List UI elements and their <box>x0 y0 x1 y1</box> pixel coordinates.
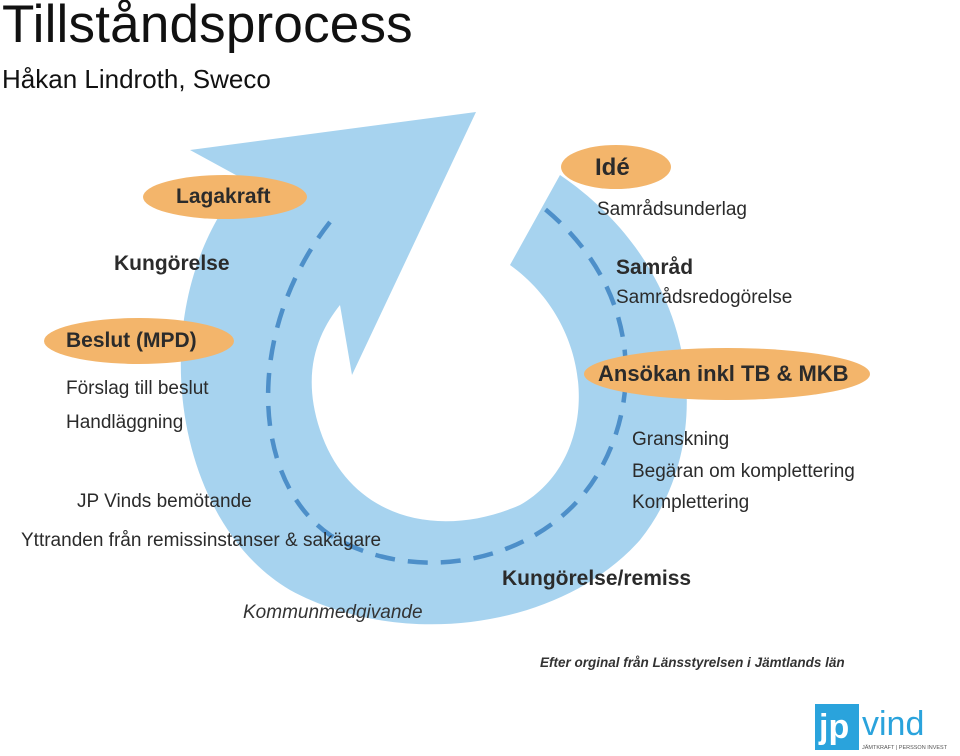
page-subtitle: Håkan Lindroth, Sweco <box>2 64 271 94</box>
cycle-arrow <box>180 112 687 625</box>
pill-ansokan: Ansökan inkl TB & MKB <box>598 361 849 386</box>
label-samradsunderlag: Samrådsunderlag <box>597 199 747 220</box>
label-kungorelse: Kungörelse <box>114 252 230 275</box>
label-kungorelse-remiss: Kungörelse/remiss <box>502 567 692 590</box>
cycle-dashed-line <box>265 203 629 565</box>
logo-jp: jp <box>818 708 849 746</box>
pill-lagakraft: Lagakraft <box>176 185 271 208</box>
label-handlaggning: Handläggning <box>66 412 184 433</box>
pill-lagakraft-shape <box>143 175 307 219</box>
label-forslag: Förslag till beslut <box>66 378 209 399</box>
label-komplettering: Komplettering <box>632 492 750 513</box>
label-samradsredogorelse: Samrådsredogörelse <box>616 287 793 308</box>
page-title: Tillståndsprocess <box>2 0 413 54</box>
jpvind-logo: jp vind JÄMTKRAFT | PERSSON INVEST <box>815 704 948 751</box>
pill-beslut-shape <box>44 318 234 364</box>
pill-ansokan-shape <box>584 348 870 400</box>
pill-beslut: Beslut (MPD) <box>66 329 197 352</box>
logo-vind: vind <box>862 705 924 743</box>
source-credit: Efter orginal från Länsstyrelsen i Jämtl… <box>540 655 845 670</box>
pill-ide: Idé <box>595 154 630 181</box>
label-kommunmedgivande: Kommunmedgivande <box>243 602 423 623</box>
logo-tagline: JÄMTKRAFT | PERSSON INVEST <box>862 744 948 751</box>
label-begaran: Begäran om komplettering <box>632 461 855 482</box>
label-jpvinds: JP Vinds bemötande <box>77 491 252 512</box>
pill-ide-shape <box>561 145 671 189</box>
label-samrad: Samråd <box>616 256 694 279</box>
label-yttranden: Yttranden från remissinstanser & sakägar… <box>21 530 382 551</box>
label-granskning: Granskning <box>632 429 730 450</box>
